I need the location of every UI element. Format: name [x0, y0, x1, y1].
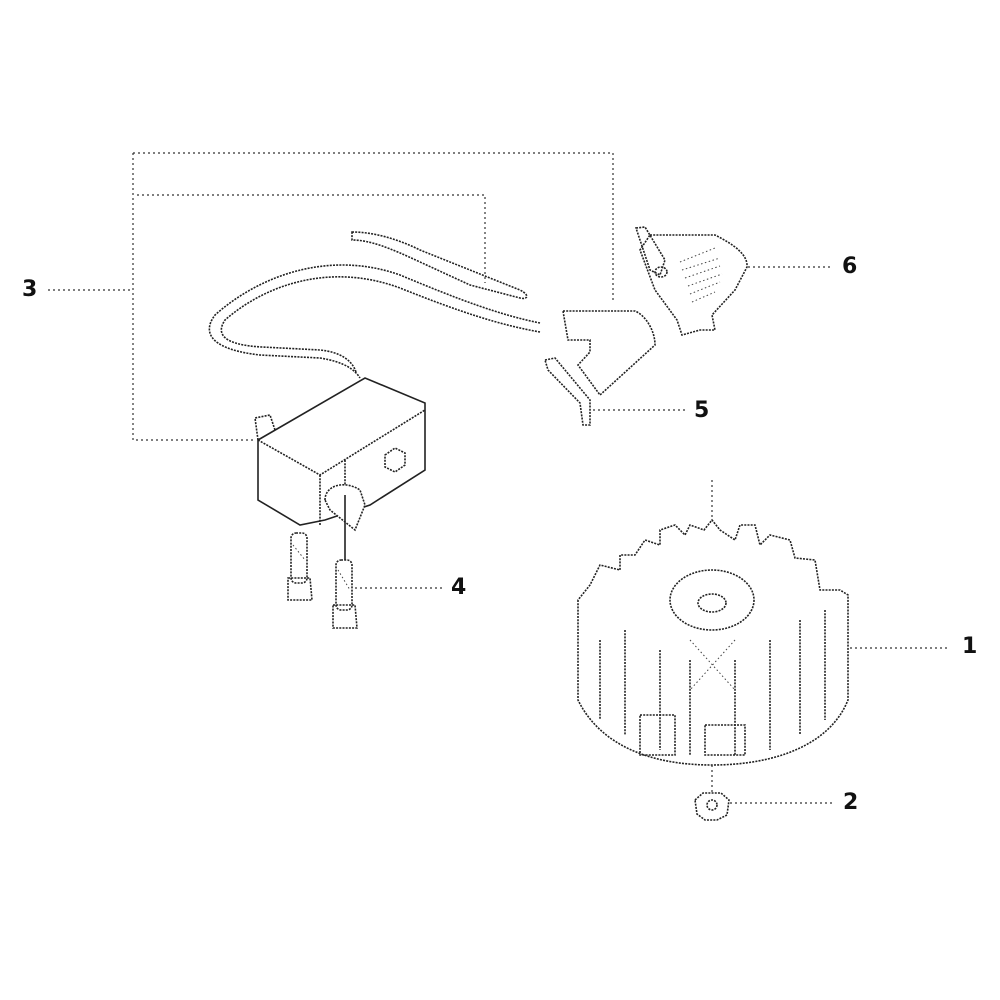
flywheel-nut[interactable]	[694, 792, 835, 821]
cable-clip[interactable]	[543, 310, 688, 426]
assembly-bracket-3	[48, 152, 614, 441]
callout-4: 4	[451, 575, 467, 600]
callout-3: 3	[22, 277, 38, 302]
screws[interactable]	[287, 532, 445, 629]
ignition-cover[interactable]	[634, 226, 830, 336]
flywheel[interactable]	[577, 480, 948, 800]
callout-6: 6	[842, 254, 858, 279]
callout-1: 1	[962, 634, 978, 659]
callout-5: 5	[694, 398, 710, 423]
ignition-module[interactable]	[208, 231, 541, 560]
callout-2: 2	[843, 790, 859, 815]
